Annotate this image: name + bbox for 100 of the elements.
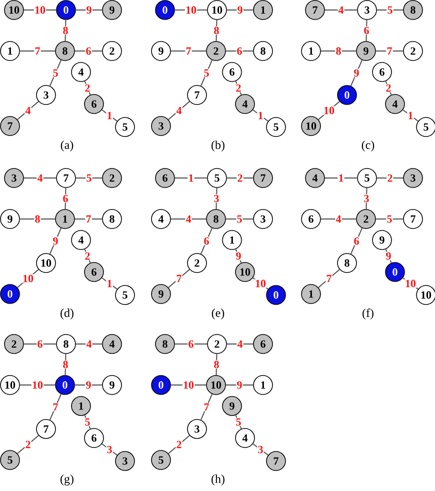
edge-label: 7 [34, 46, 41, 56]
panel-caption: (d) [60, 308, 74, 320]
panel-caption: (c) [362, 140, 374, 152]
edge-label: 4 [236, 340, 244, 348]
edge-line [64, 187, 66, 210]
edge-label: 7 [203, 402, 210, 412]
edge-line [225, 384, 254, 386]
edge-line [84, 80, 91, 96]
edge-line [19, 218, 56, 220]
edge-label: 9 [85, 380, 92, 390]
edge-label: 4 [24, 106, 32, 115]
edge-label: 10 [34, 6, 46, 14]
edge-label: 9 [236, 380, 243, 390]
edge-label: 7 [176, 274, 182, 283]
edge-line [235, 80, 242, 96]
edge-label: 1 [106, 279, 113, 288]
edge-line [350, 60, 363, 86]
edge-label: 3 [257, 445, 264, 454]
panel-caption: (g) [60, 474, 74, 486]
edge-label: 10 [184, 6, 198, 14]
panel-caption: (b) [212, 140, 224, 152]
panel-caption: (e) [212, 308, 224, 320]
edge-line [74, 50, 103, 52]
edge-line [216, 187, 218, 210]
edge-line [216, 19, 218, 42]
edge-label: 5 [84, 418, 91, 426]
edge-label: 10 [322, 106, 336, 115]
edge-line [49, 228, 62, 254]
edge-label: 6 [236, 46, 243, 56]
edge-line [19, 50, 56, 52]
edge-label: 3 [213, 194, 220, 203]
edge-label: 9 [86, 6, 92, 14]
edge-label: 10 [22, 274, 34, 283]
panel-caption: (f) [362, 308, 374, 320]
edge-line [101, 277, 118, 290]
edge-line [64, 353, 66, 376]
edge-label: 4 [185, 214, 192, 224]
edge-line [375, 50, 404, 52]
edge-label: 1 [106, 111, 113, 120]
edge-line [385, 80, 392, 96]
edge-label: 7 [85, 214, 92, 224]
edge-label: 10 [254, 279, 267, 288]
edge-line [200, 394, 213, 420]
edge-line [200, 60, 213, 86]
edge-line [252, 109, 269, 122]
edge-label: 1 [188, 174, 194, 182]
edge-line [375, 218, 404, 220]
edge-line [225, 50, 254, 52]
edge-line [74, 384, 103, 386]
edge-label: 2 [24, 440, 32, 449]
edge-label: 9 [52, 236, 59, 246]
edge-line [320, 218, 357, 220]
edge-label: 2 [235, 84, 242, 92]
edge-label: 6 [62, 194, 69, 203]
edge-label: 7 [386, 46, 393, 56]
edge-label: 3 [106, 445, 113, 454]
edge-label: 2 [84, 84, 91, 92]
edge-label: 7 [52, 402, 59, 412]
edge-label: 8 [213, 26, 220, 35]
edge-label: 6 [85, 46, 92, 56]
edge-line [320, 50, 357, 52]
edge-line [170, 218, 207, 220]
edge-label: 5 [236, 214, 243, 224]
edge-line [350, 228, 363, 254]
edge-line [216, 353, 218, 376]
edge-line [84, 248, 91, 264]
edge-line [64, 19, 66, 42]
edge-label: 8 [62, 26, 69, 35]
edge-label: 6 [363, 26, 370, 35]
edge-label: 2 [84, 252, 91, 260]
edge-line [49, 394, 62, 420]
edge-label: 8 [335, 46, 342, 56]
edge-line [74, 218, 103, 220]
edge-label: 8 [62, 360, 69, 369]
edge-label: 2 [176, 440, 182, 449]
edge-line [168, 268, 190, 288]
edge-line [225, 218, 254, 220]
edge-label: 4 [176, 106, 182, 115]
edge-line [402, 109, 419, 122]
edge-line [170, 50, 207, 52]
edge-label: 2 [385, 84, 392, 92]
edge-label: 2 [386, 174, 394, 182]
edge-label: 7 [185, 46, 192, 56]
edge-label: 4 [335, 214, 342, 224]
edge-label: 1 [338, 174, 344, 182]
edge-label: 10 [404, 279, 417, 288]
edge-line [17, 434, 39, 454]
edge-label: 6 [353, 236, 360, 246]
edge-label: 8 [213, 360, 220, 369]
edge-label: 3 [363, 194, 370, 203]
panel-caption: (a) [60, 140, 74, 152]
edge-line [200, 228, 213, 254]
edge-label: 6 [203, 236, 210, 246]
edge-label: 10 [31, 380, 44, 390]
edge-label: 4 [36, 174, 44, 182]
edge-label: 7 [326, 274, 332, 283]
panel-caption: (h) [212, 474, 224, 486]
edge-label: 5 [235, 418, 242, 426]
edge-line [101, 109, 118, 122]
edge-label: 5 [86, 174, 92, 182]
